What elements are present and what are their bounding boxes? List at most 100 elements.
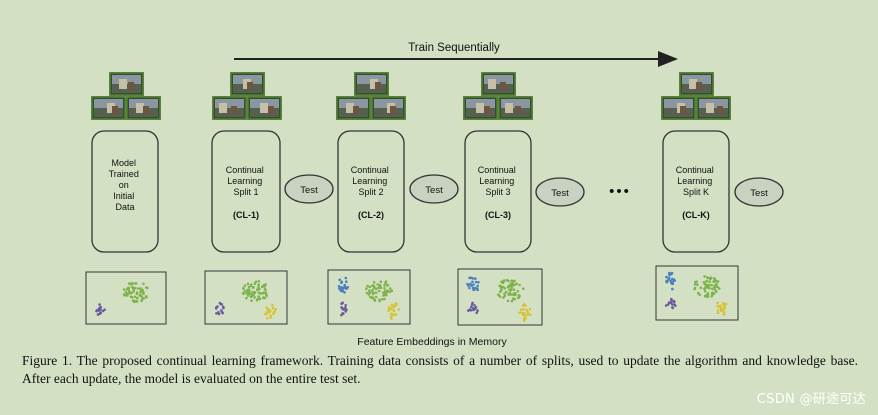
green-embedding-point bbox=[257, 280, 261, 283]
green-embedding-point bbox=[142, 290, 145, 294]
green-embedding-point bbox=[374, 291, 378, 295]
green-embedding-point bbox=[258, 297, 262, 301]
green-embedding-point bbox=[126, 286, 130, 290]
green-embedding-point bbox=[135, 291, 139, 294]
blue-embedding-point bbox=[670, 271, 674, 275]
split-k-test: Test bbox=[734, 177, 784, 207]
purple-embedding-point bbox=[674, 304, 677, 307]
yellow-embedding-point bbox=[389, 315, 393, 319]
blue-embedding-point bbox=[468, 286, 471, 290]
green-embedding-point bbox=[365, 287, 368, 291]
split-3-line-1: Learning bbox=[479, 176, 514, 186]
green-embedding-point bbox=[715, 282, 718, 286]
green-embedding-point bbox=[500, 288, 503, 292]
purple-embedding-point bbox=[218, 301, 222, 305]
green-embedding-point bbox=[715, 279, 718, 283]
purple-embedding-point bbox=[664, 304, 668, 307]
green-embedding-point bbox=[503, 292, 506, 296]
embedding-panel bbox=[655, 265, 739, 321]
video-frame-thumbnail bbox=[109, 72, 144, 96]
video-frame-thumbnail bbox=[126, 96, 161, 120]
green-embedding-point bbox=[715, 290, 718, 293]
green-embedding-point bbox=[142, 297, 145, 300]
video-frame-thumbnail bbox=[696, 96, 731, 120]
green-embedding-point bbox=[247, 292, 250, 295]
split-k-box: Continual Learning Split K (CL-K) bbox=[662, 130, 730, 253]
initial-line-3: Initial bbox=[113, 191, 134, 201]
green-embedding-point bbox=[706, 283, 710, 287]
green-embedding-point bbox=[383, 284, 386, 287]
yellow-embedding-point bbox=[266, 316, 269, 320]
split-3-test-label: Test bbox=[551, 188, 569, 199]
purple-embedding-point bbox=[671, 303, 674, 306]
blue-embedding-point bbox=[467, 284, 470, 288]
green-embedding-point bbox=[241, 292, 245, 295]
green-embedding-point bbox=[134, 286, 137, 290]
green-embedding-point bbox=[516, 296, 520, 300]
video-frame-thumbnail bbox=[481, 72, 516, 96]
purple-embedding-point bbox=[98, 311, 102, 315]
purple-embedding-point bbox=[340, 302, 343, 306]
yellow-embedding-point bbox=[397, 308, 401, 311]
video-frame-thumbnail bbox=[212, 96, 247, 120]
green-embedding-point bbox=[130, 296, 134, 299]
green-embedding-point bbox=[506, 299, 510, 303]
green-embedding-point bbox=[259, 292, 263, 295]
blue-embedding-point bbox=[472, 283, 475, 286]
yellow-embedding-point bbox=[716, 304, 719, 308]
svg-text:Continual Learning: Continual Learning Split K bbox=[676, 165, 717, 197]
green-embedding-point bbox=[252, 285, 255, 289]
figure-caption: Figure 1. The proposed continual learnin… bbox=[22, 353, 858, 386]
green-embedding-point bbox=[252, 293, 255, 297]
yellow-embedding-point bbox=[392, 305, 396, 309]
framework-diagram: Train Sequentially Model Trained on Init… bbox=[85, 42, 784, 348]
blue-embedding-point bbox=[468, 276, 471, 280]
yellow-embedding-point bbox=[265, 306, 268, 310]
green-embedding-point bbox=[384, 281, 387, 285]
yellow-embedding-point bbox=[722, 308, 725, 311]
split-3-box: Continual Learning Split 3 (CL-3) bbox=[464, 130, 532, 253]
initial-line-2: on bbox=[119, 180, 129, 190]
split-1-line-1: Learning bbox=[227, 176, 262, 186]
blue-embedding-point bbox=[471, 277, 475, 280]
purple-embedding-point bbox=[341, 312, 345, 315]
embedding-panel bbox=[204, 270, 288, 325]
green-embedding-point bbox=[372, 284, 375, 287]
purple-embedding-point bbox=[98, 303, 101, 306]
green-embedding-point bbox=[242, 286, 245, 290]
yellow-embedding-point bbox=[271, 306, 275, 310]
purple-embedding-point bbox=[666, 303, 670, 306]
green-embedding-point bbox=[122, 293, 126, 296]
yellow-embedding-point bbox=[268, 308, 271, 311]
green-embedding-point bbox=[499, 284, 502, 288]
blue-embedding-point bbox=[339, 289, 343, 292]
green-embedding-point bbox=[263, 287, 267, 291]
blue-embedding-point bbox=[476, 288, 479, 292]
svg-text:Model Trained on: Model Trained on Initial Data bbox=[109, 158, 142, 212]
green-embedding-point bbox=[137, 287, 140, 290]
green-embedding-point bbox=[503, 287, 507, 290]
green-embedding-point bbox=[510, 279, 513, 283]
green-embedding-point bbox=[714, 284, 717, 288]
green-embedding-point bbox=[368, 285, 372, 289]
yellow-embedding-point bbox=[390, 303, 394, 307]
green-embedding-point bbox=[366, 284, 369, 288]
green-embedding-point bbox=[703, 289, 707, 293]
blue-embedding-point bbox=[343, 285, 346, 288]
green-embedding-point bbox=[122, 288, 126, 291]
green-embedding-point bbox=[126, 292, 129, 296]
split-1-test: Test bbox=[284, 174, 334, 204]
split-3-line-0: Continual bbox=[478, 165, 516, 175]
purple-embedding-point bbox=[220, 303, 223, 306]
purple-embedding-point bbox=[671, 306, 675, 310]
green-embedding-point bbox=[710, 283, 713, 287]
split-3-line-2: Split 3 bbox=[485, 187, 510, 197]
purple-embedding-point bbox=[103, 308, 106, 312]
green-embedding-point bbox=[507, 279, 510, 283]
purple-embedding-point bbox=[471, 301, 474, 305]
purple-embedding-point bbox=[217, 311, 220, 314]
green-embedding-point bbox=[503, 294, 507, 298]
video-frame-thumbnail bbox=[91, 96, 126, 120]
green-embedding-point bbox=[124, 290, 128, 294]
green-embedding-point bbox=[249, 284, 253, 288]
